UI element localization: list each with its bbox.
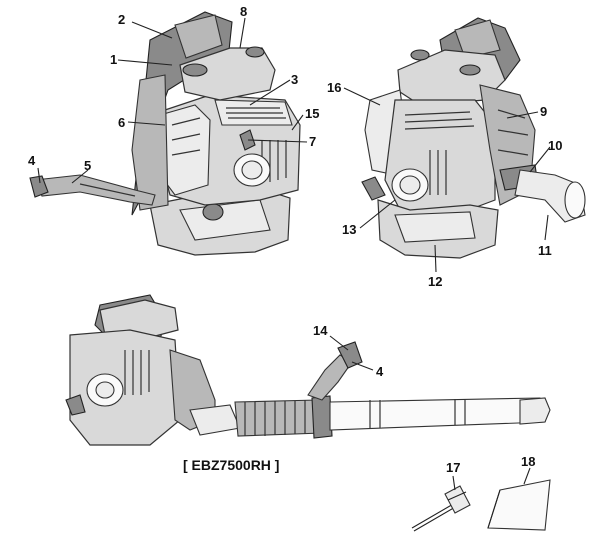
callout-16: 16	[327, 80, 341, 95]
callout-18: 18	[521, 454, 535, 469]
fan-housing	[131, 74, 169, 211]
blower-front-view	[29, 11, 301, 256]
callout-labels: 1 2 3 4 5 6 7 8 9 10 11 12 13 14 4 15 16…	[28, 4, 562, 475]
callout-11: 11	[538, 243, 552, 258]
callout-4b: 4	[376, 364, 384, 379]
callout-12: 12	[428, 274, 442, 289]
cooling-fins-rear	[404, 111, 475, 195]
top-cover	[179, 47, 276, 101]
straight-pipe	[329, 397, 549, 431]
callout-7: 7	[309, 134, 316, 149]
callout-9: 9	[540, 104, 547, 119]
blower-rear-view	[361, 17, 586, 259]
callout-1: 1	[110, 52, 117, 67]
callout-2: 2	[118, 12, 125, 27]
cooling-fins	[226, 107, 287, 182]
flex-hose	[234, 399, 323, 437]
callout-10: 10	[548, 138, 562, 153]
throttle-arm	[34, 174, 156, 206]
callout-14: 14	[313, 323, 328, 338]
blower-with-pipe	[65, 294, 551, 446]
callout-4: 4	[28, 153, 36, 168]
cooling-fins-bottom	[124, 350, 150, 395]
callout-3: 3	[291, 72, 298, 87]
callout-15: 15	[305, 106, 319, 121]
fuel-cap	[202, 203, 224, 221]
spark-plug-wrench	[411, 485, 471, 532]
callout-13: 13	[342, 222, 356, 237]
callout-6: 6	[118, 115, 125, 130]
model-label: [ EBZ7500RH ]	[183, 457, 279, 473]
callout-17: 17	[446, 460, 460, 475]
owners-manual	[487, 479, 551, 531]
callout-8: 8	[240, 4, 247, 19]
callout-5: 5	[84, 158, 91, 173]
leader-lines	[37, 17, 551, 491]
hose-ribs	[244, 400, 306, 436]
